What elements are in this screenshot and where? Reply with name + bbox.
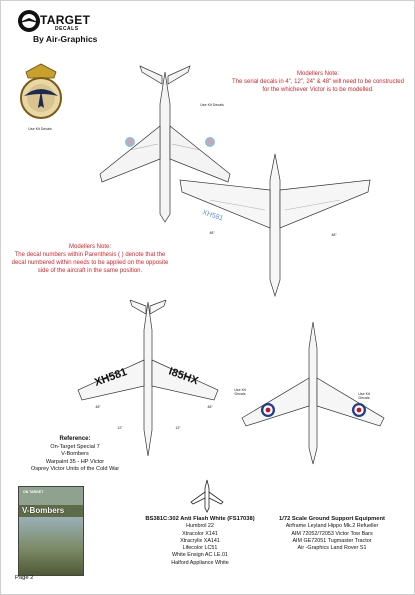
dim-12-left: 12" xyxy=(117,426,123,430)
victor-underside-view: XH581 I85HX xyxy=(77,300,219,457)
squadron-crest-icon xyxy=(20,63,62,119)
book-cover: ON TARGET V-Bombers xyxy=(18,486,84,576)
ground-support-heading: 1/72 Scale Ground Support Equipment xyxy=(279,516,385,522)
paint-line-3: Xtracrylix XA141 xyxy=(180,537,220,544)
roundel-upper-right xyxy=(352,403,366,417)
ground-line-1: Airframe Leyland Hippo Mk.2 Refueller xyxy=(285,523,379,530)
use-kit-decals-label-4: Use Kit Decals xyxy=(358,392,370,401)
paint-heading: BS381C:302 Anti Flash White (FS17038) xyxy=(145,516,255,522)
use-kit-decals-label-3: Use Kit Decals xyxy=(234,388,246,397)
reference-line-3: Warpaint 35 - HP Victor xyxy=(45,458,105,465)
note1-title: Modellers Note: xyxy=(296,71,340,77)
paint-line-6: Halford Appliance White xyxy=(171,559,229,566)
reference-line-2: V-Bombers xyxy=(61,451,89,458)
reference-title: Reference: xyxy=(59,436,91,442)
page-number: Page 2 xyxy=(15,575,34,581)
ground-line-4: Air -Graphics Land Rover S1 xyxy=(297,545,367,552)
roundel-left xyxy=(125,137,135,147)
brand-subtitle: DECALS xyxy=(55,26,79,32)
brand-by: By Air-Graphics xyxy=(33,34,98,44)
use-kit-decals-label-1: Use Kit Decals xyxy=(28,127,52,131)
victor-lower-plan-view: XH581 xyxy=(179,153,371,298)
modellers-note-mid: Modellers Note: The decal numbers within… xyxy=(10,243,170,275)
modellers-note-top: Modellers Note: The serial decals in 4",… xyxy=(228,70,408,94)
target-logo-icon xyxy=(18,10,40,32)
book-brand: ON TARGET xyxy=(23,490,44,494)
note2-title: Modellers Note: xyxy=(68,244,112,250)
dim-48-right: 48" xyxy=(207,405,213,409)
aircraft-silhouette-icon xyxy=(190,479,224,513)
upper-wing-serial: XH581 xyxy=(201,209,224,222)
reference-line-1: On-Target Special 7 xyxy=(50,443,100,450)
note2-body: The decal numbers within Parenthesis ( )… xyxy=(11,252,169,274)
ground-line-3: AIM GE72051 Tugmaster Tractor xyxy=(292,537,372,544)
roundel-right xyxy=(205,137,215,147)
paint-block: BS381C:302 Anti Flash White (FS17038) Hu… xyxy=(140,516,260,567)
victor-upper-plan-view xyxy=(99,65,231,223)
roundel-upper-left xyxy=(261,403,275,417)
dim-48-left-top: 48" xyxy=(209,231,215,235)
paint-line-5: White Ensign AC LE.01 xyxy=(171,552,229,559)
paint-line-1: Humbrol 22 xyxy=(186,523,214,530)
note1-body: The serial decals in 4", 12", 24" & 48" … xyxy=(232,79,404,93)
reference-block: Reference: On-Target Special 7 V-Bombers… xyxy=(16,436,134,474)
dim-12-right: 12" xyxy=(175,426,181,430)
brand-title: TARGET xyxy=(40,13,91,27)
paint-line-4: Lifecolor LC51 xyxy=(182,545,218,552)
victor-upper-roundel-view xyxy=(241,321,385,465)
book-title: V-Bombers xyxy=(22,506,65,515)
paint-line-2: Xtracolor X141 xyxy=(182,530,218,537)
use-kit-decals-label-2: Use Kit Decals xyxy=(200,103,224,107)
dim-48-left: 48" xyxy=(95,405,101,409)
reference-line-4: Osprey Victor Units of the Cold War xyxy=(30,466,120,473)
dim-48-right-top: 48" xyxy=(331,233,337,237)
ground-support-block: 1/72 Scale Ground Support Equipment Airf… xyxy=(272,516,392,552)
ground-line-2: AIM 72052/72053 Victor Tow Bars xyxy=(291,530,373,537)
